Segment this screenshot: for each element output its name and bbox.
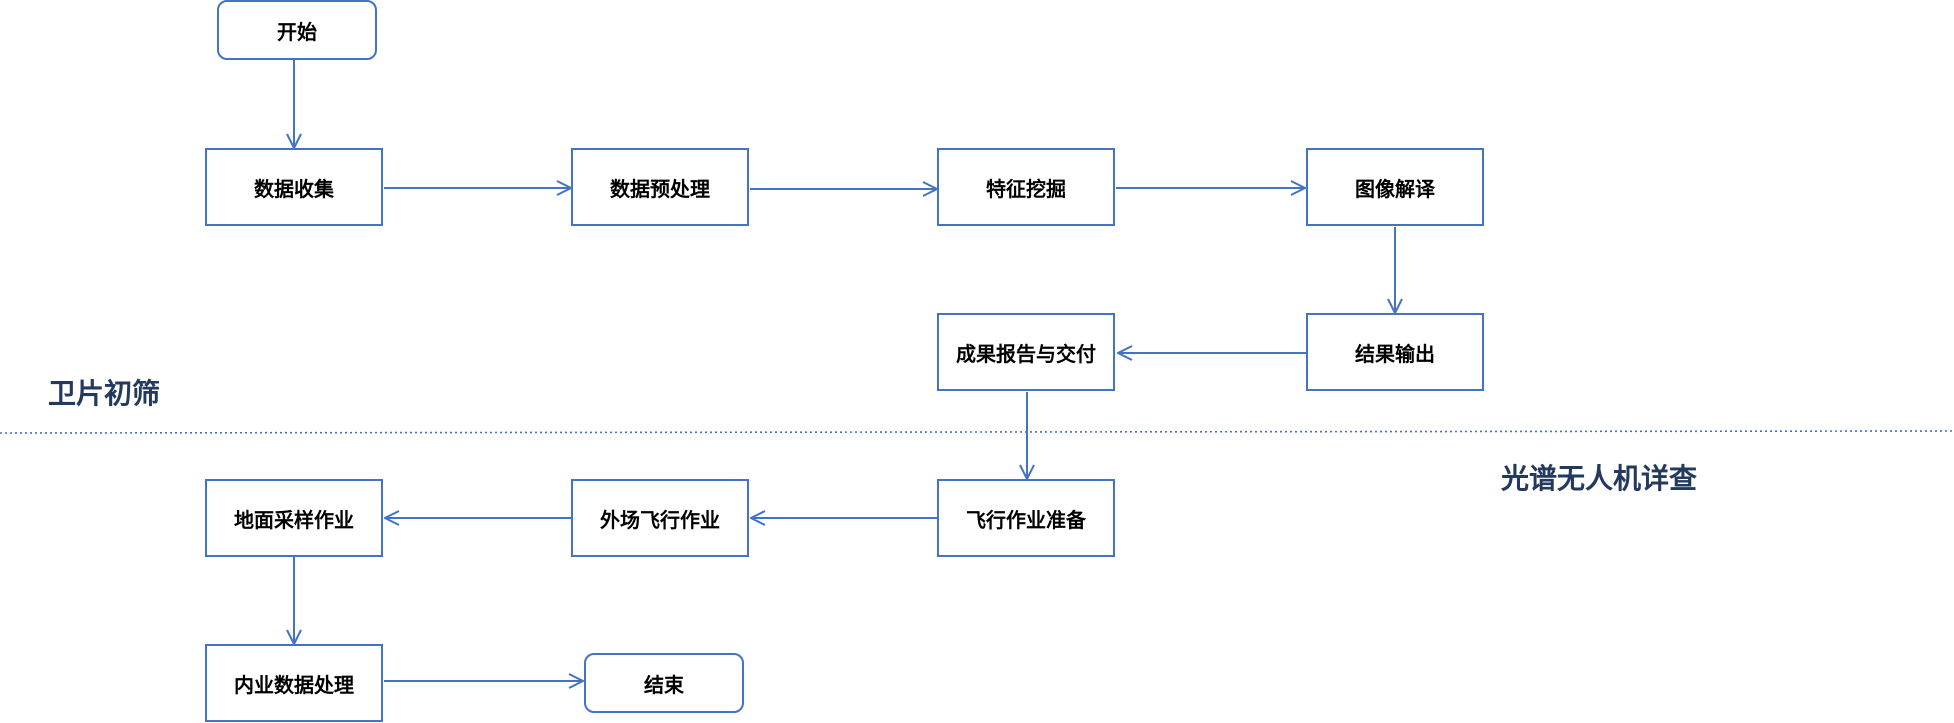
data-preprocessing-node: 数据预处理 <box>571 148 749 226</box>
section-label-uav: 光谱无人机详查 <box>1501 462 1698 495</box>
field-flight-node: 外场飞行作业 <box>571 479 749 557</box>
image-interpretation-node: 图像解译 <box>1306 148 1484 226</box>
section-divider-line <box>0 430 1954 434</box>
data-collection-node: 数据收集 <box>205 148 383 226</box>
ground-sampling-node: 地面采样作业 <box>205 479 383 557</box>
office-processing-node: 内业数据处理 <box>205 644 383 722</box>
feature-mining-node: 特征挖掘 <box>937 148 1115 226</box>
start-node: 开始 <box>217 0 377 60</box>
end-node: 结束 <box>584 653 744 713</box>
flight-preparation-node: 飞行作业准备 <box>937 479 1115 557</box>
section-label-satellite: 卫片初筛 <box>48 377 161 410</box>
report-delivery-node: 成果报告与交付 <box>937 313 1115 391</box>
result-output-node: 结果输出 <box>1306 313 1484 391</box>
